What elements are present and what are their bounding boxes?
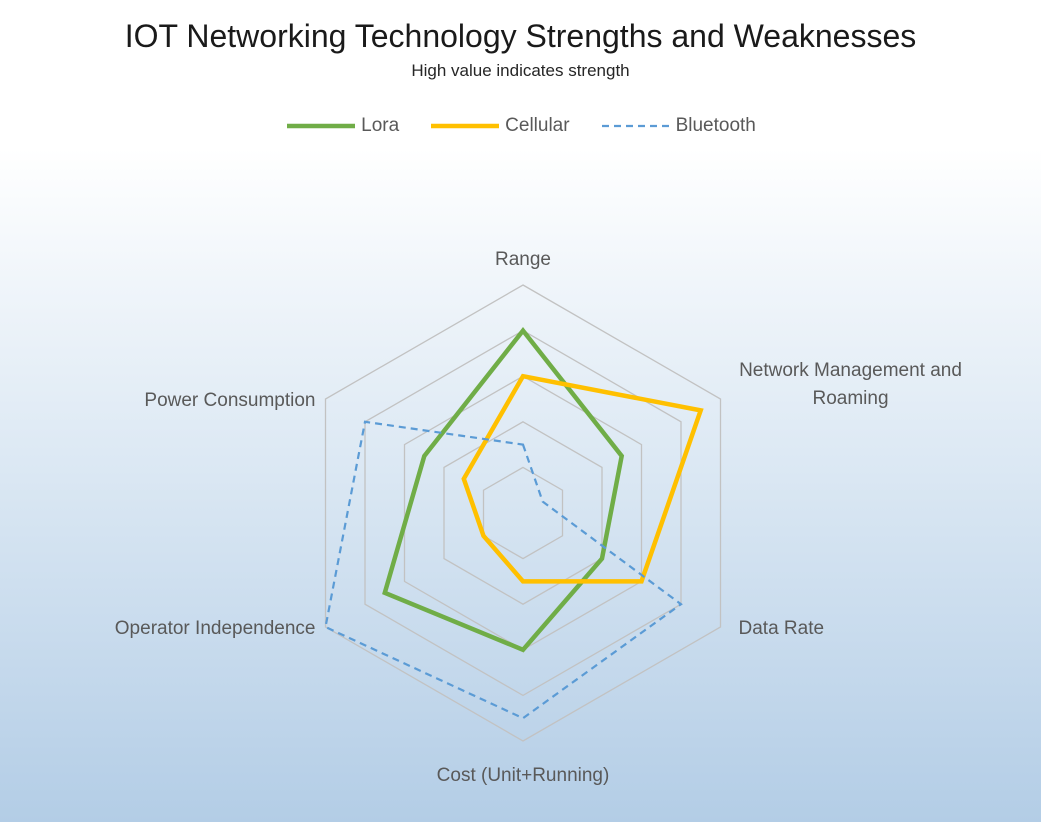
axis-label-3: Cost (Unit+Running) [437, 765, 610, 786]
grid-ring-2 [443, 421, 603, 605]
legend-swatch [287, 123, 356, 129]
legend-label: Lora [361, 115, 400, 136]
axis-label-5: Power Consumption [144, 390, 315, 411]
legend-item-bluetooth: Bluetooth [600, 115, 756, 137]
axis-label-line: Roaming [812, 388, 888, 409]
axis-label-line: Cost (Unit+Running) [437, 765, 610, 786]
axis-label-line: Data Rate [739, 618, 825, 639]
grid-layer [324, 284, 722, 742]
axis-label-line: Power Consumption [144, 390, 315, 411]
grid-ring-1 [482, 466, 564, 560]
series-lora [382, 326, 625, 653]
series-cellular [461, 373, 704, 584]
grid-ring-3 [403, 375, 643, 651]
series-layer [324, 326, 704, 720]
chart-subtitle: High value indicates strength [411, 61, 630, 80]
legend-label: Cellular [505, 115, 570, 136]
legend-label: Bluetooth [675, 115, 756, 136]
axis-label-0: Range [495, 249, 551, 270]
axis-label-4: Operator Independence [115, 618, 316, 639]
series-bluetooth [324, 420, 683, 720]
grid-ring-5 [324, 284, 722, 742]
axis-label-2: Data Rate [739, 618, 825, 639]
legend-item-lora: Lora [285, 115, 399, 137]
axis-label-line: Range [495, 249, 551, 270]
axis-label-line: Network Management and [739, 360, 962, 381]
legend: Lora Cellular Bluetooth [0, 112, 1041, 140]
chart-title: IOT Networking Technology Strengths and … [124, 18, 917, 54]
grid-ring-4 [364, 329, 682, 697]
legend-item-cellular: Cellular [429, 115, 570, 137]
legend-swatch [431, 123, 500, 129]
axis-label-line: Operator Independence [115, 618, 316, 639]
